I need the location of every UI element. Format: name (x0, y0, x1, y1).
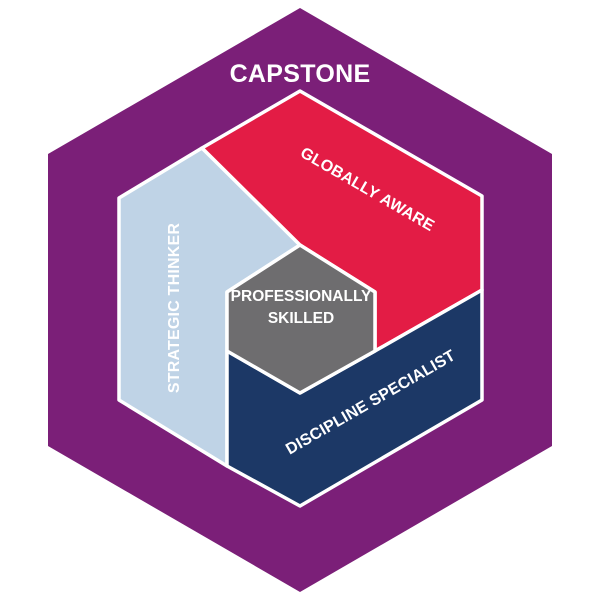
core-label-line-1: PROFESSIONALLY (231, 288, 372, 305)
capstone-title: CAPSTONE (230, 60, 371, 88)
core-label-line-2: SKILLED (268, 310, 334, 327)
strategic-thinker-label: STRATEGIC THINKER (166, 223, 183, 393)
core-hexagon (225, 243, 377, 395)
